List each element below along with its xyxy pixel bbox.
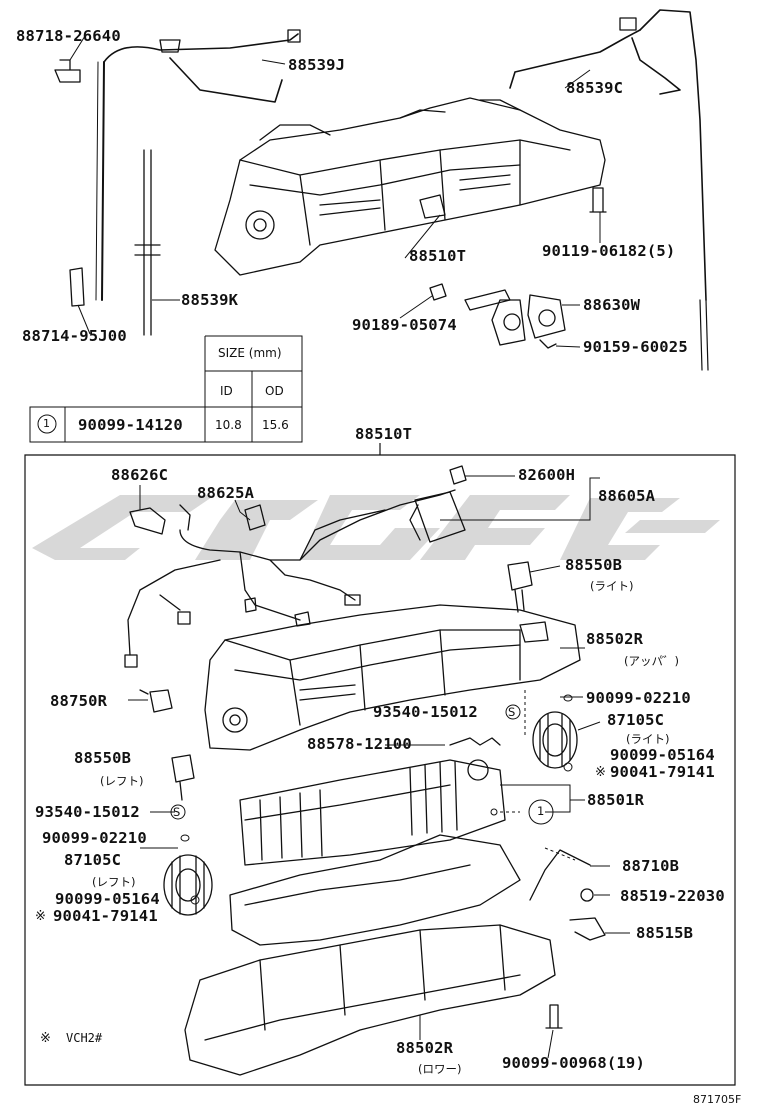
size-table-row-od: 15.6 [262, 418, 289, 432]
hose-88539k [143, 149, 152, 336]
diagram-code: 871705F [693, 1093, 742, 1106]
housing-88502r-upper [204, 604, 581, 751]
sublabel-right-1: (ライト) [590, 579, 634, 593]
pipe-88539c [509, 29, 641, 89]
clip-88750r [139, 689, 173, 713]
housing-88502r-lower [184, 924, 556, 1076]
label-88510t-box[interactable]: 88510T [355, 425, 413, 443]
label-88718-26640[interactable]: 88718-26640 [16, 27, 121, 45]
heater-core-88501r [239, 759, 506, 866]
connector-82600h [449, 465, 467, 485]
tube-88578 [449, 737, 501, 746]
circled-one-icon [37, 414, 57, 434]
label-88539j[interactable]: 88539J [288, 56, 346, 74]
amplifier-88605a [409, 491, 466, 543]
grommet-88519 [580, 888, 594, 902]
label-82600h[interactable]: 82600H [518, 466, 576, 484]
wire-harness-88605a [179, 489, 456, 561]
label-90041-79141-left[interactable]: 90041-79141 [53, 907, 158, 925]
sensor-88515b [569, 917, 606, 941]
sublabel-lower: (ロワー) [418, 1062, 462, 1076]
clip-88718 [54, 59, 81, 83]
label-88501r[interactable]: 88501R [587, 791, 645, 809]
circled-s-marker-left: S [173, 805, 181, 819]
label-88625a[interactable]: 88625A [197, 484, 255, 502]
label-87105c-left[interactable]: 87105C [64, 851, 122, 869]
label-88578-12100[interactable]: 88578-12100 [307, 735, 412, 753]
label-87105c-right[interactable]: 87105C [607, 711, 665, 729]
label-90099-05164-right[interactable]: 90099-05164 [610, 746, 715, 764]
actuator-88630w [464, 289, 566, 349]
label-88626c[interactable]: 88626C [111, 466, 169, 484]
sublabel-left-2: (レフト) [92, 875, 136, 889]
size-table-row-part[interactable]: 90099-14120 [78, 416, 183, 434]
clip-88714 [69, 267, 85, 307]
label-88502r-lower[interactable]: 88502R [396, 1039, 454, 1057]
screw-90119 [589, 187, 607, 213]
label-88539c[interactable]: 88539C [566, 79, 624, 97]
label-88519-22030[interactable]: 88519-22030 [620, 887, 725, 905]
servo-88550b-right [507, 561, 533, 613]
wire-88710b [529, 849, 591, 901]
size-table-col-id: ID [220, 384, 233, 398]
connector-88626c [129, 507, 166, 535]
label-88605a[interactable]: 88605A [598, 487, 656, 505]
blower-87105c-right [532, 711, 578, 769]
exploded-view-frame [24, 454, 736, 1086]
label-90099-02210-left[interactable]: 90099-02210 [42, 829, 147, 847]
label-93540-15012-left[interactable]: 93540-15012 [35, 803, 140, 821]
label-90099-02210-right[interactable]: 90099-02210 [586, 689, 691, 707]
label-90099-05164-left[interactable]: 90099-05164 [55, 890, 160, 908]
label-88710b[interactable]: 88710B [622, 857, 680, 875]
label-90119-06182[interactable]: 90119-06182(5) [542, 242, 676, 260]
label-90189-05074[interactable]: 90189-05074 [352, 316, 457, 334]
label-90041-79141-right[interactable]: 90041-79141 [610, 763, 715, 781]
circled-s-icon [505, 704, 521, 720]
star-note-icon-left: ※ [35, 909, 46, 924]
housing-88510t-upper [214, 97, 606, 276]
label-88750r[interactable]: 88750R [50, 692, 108, 710]
circled-s-marker-right: S [508, 705, 516, 719]
label-90159-60025[interactable]: 90159-60025 [583, 338, 688, 356]
label-88630w[interactable]: 88630W [583, 296, 641, 314]
sublabel-left-1: (レフト) [100, 774, 144, 788]
star-note-icon: ※ [595, 765, 606, 780]
label-88515b[interactable]: 88515B [636, 924, 694, 942]
nut-90189 [429, 283, 447, 301]
size-table-row-marker: 1 [43, 417, 50, 430]
size-table-col-od: OD [265, 384, 284, 398]
note-vch2: VCH2# [66, 1031, 103, 1045]
circled-s-icon [170, 804, 186, 820]
circled-one-icon [528, 799, 554, 825]
label-88714-95j00[interactable]: 88714-95J00 [22, 327, 127, 345]
pipe-88539j [103, 33, 299, 63]
tray-middle [229, 834, 521, 946]
circled-one-marker: 1 [537, 804, 545, 818]
watermark-logo [32, 495, 720, 560]
label-88539k[interactable]: 88539K [181, 291, 239, 309]
label-88550b-left[interactable]: 88550B [74, 749, 132, 767]
screw-90099-00968 [545, 1004, 563, 1029]
sublabel-right-2: (ライト) [626, 732, 670, 746]
star-note-icon-footer: ※ [40, 1031, 51, 1046]
blower-87105c-left [163, 854, 213, 916]
label-88502r-upper[interactable]: 88502R [586, 630, 644, 648]
label-88510t-top[interactable]: 88510T [409, 247, 467, 265]
hose-88539k-left [101, 61, 105, 301]
label-93540-15012-right[interactable]: 93540-15012 [373, 703, 478, 721]
size-table-row-id: 10.8 [215, 418, 242, 432]
label-88550b-right[interactable]: 88550B [565, 556, 623, 574]
sublabel-upper: (アッパ゛) [624, 654, 679, 668]
label-90099-00968[interactable]: 90099-00968(19) [502, 1054, 645, 1072]
size-table-header: SIZE (mm) [218, 346, 282, 360]
servo-88550b-left [171, 754, 195, 801]
